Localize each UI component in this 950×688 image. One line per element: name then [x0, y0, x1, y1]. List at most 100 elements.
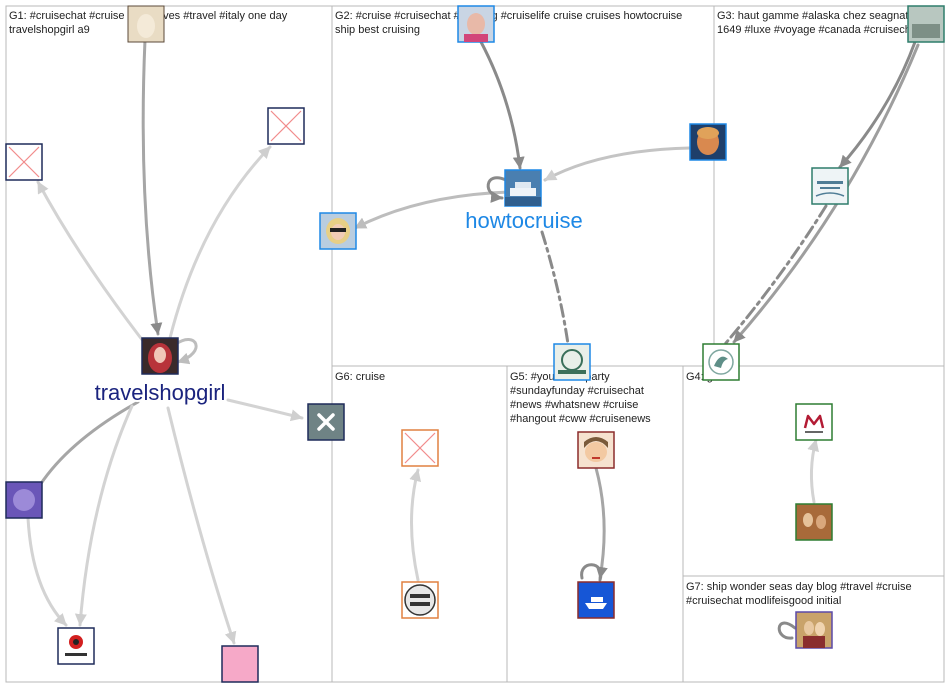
photo-avatar: [803, 513, 813, 527]
node-howtocruise[interactable]: [504, 169, 542, 207]
node-g6-wheres-walter[interactable]: [401, 581, 439, 619]
group-label-line: #hangout #cww #cruisenews: [510, 413, 651, 425]
photo-avatar-second: [816, 515, 826, 529]
photo-avatar: [137, 14, 155, 38]
wheres-walter-logo: [404, 584, 436, 616]
node-g5-cartoon[interactable]: [577, 431, 615, 469]
conair-logo-dot: [73, 639, 79, 645]
node-g2-blonde[interactable]: [319, 212, 357, 250]
group-panel-g4: [682, 365, 945, 577]
group-label-g6: G6: cruise: [335, 371, 385, 383]
edge: [26, 516, 68, 627]
ship-cabin: [591, 597, 603, 602]
group-label-g3: G3: haut gamme #alaska chez seagnature 1…: [717, 10, 927, 36]
cartoon-mouth: [592, 457, 600, 459]
group-label-line: #sundayfunday #cruisechat: [510, 385, 644, 397]
walter-logo-line1: [410, 594, 430, 598]
node-g7-couple[interactable]: [795, 611, 833, 649]
walter-logo-line2: [410, 602, 430, 606]
photo-avatar: [804, 621, 814, 635]
edge: [38, 400, 140, 487]
ship-deck: [515, 182, 531, 188]
cartoon-hair: [584, 437, 608, 448]
group-panel-g6: [331, 365, 508, 683]
cruise-logo-band: [558, 370, 586, 374]
conair-logo-bar: [65, 653, 87, 656]
edge: [174, 338, 198, 365]
hub-label-howtocruise[interactable]: howtocruise: [463, 206, 584, 235]
edge: [807, 438, 819, 504]
avatar-face: [154, 347, 166, 363]
node-g1-x-logo[interactable]: [307, 403, 345, 441]
node-g2-man[interactable]: [689, 123, 727, 161]
edge: [718, 204, 828, 352]
group-label-line: #cruisechat modlifeisgood initial: [686, 595, 841, 607]
broken-image-icon: [8, 146, 40, 178]
cruise-ship-avatar: [510, 188, 536, 196]
group-label-line: #news #whatsnew #cruise: [510, 399, 638, 411]
node-g6-broken[interactable]: [401, 429, 439, 467]
node-g1-purple[interactable]: [5, 481, 43, 519]
node-g1-top[interactable]: [127, 5, 165, 43]
node-g4-marriott[interactable]: [795, 403, 833, 441]
edge: [166, 406, 237, 645]
avatar-sunglasses: [330, 228, 346, 232]
group-label-line: ship best cruising: [335, 24, 420, 36]
edge: [838, 40, 917, 169]
avatar-clothing: [464, 34, 488, 42]
pink-tile: [221, 645, 259, 683]
node-g3-croisiere[interactable]: [811, 167, 849, 205]
group-label-g5: G5: #youtube #party #sundayfunday #cruis…: [510, 371, 651, 425]
group-labels: G1: #cruisechat #cruise st archives #tra…: [9, 10, 927, 607]
group-label-line: G7: ship wonder seas day blog #travel #c…: [686, 581, 912, 593]
hub-label-travelshopgirl[interactable]: travelshopgirl: [93, 378, 228, 407]
edge: [486, 176, 508, 203]
photo-avatar: [912, 24, 940, 38]
group-label-line: G2: #cruise #cruisechat #cruising #cruis…: [335, 10, 682, 22]
edge: [580, 563, 603, 582]
edge: [36, 180, 152, 352]
node-frame: [811, 167, 849, 205]
node-g1-broken-left[interactable]: [5, 143, 43, 181]
croisiere-logo-wave: [815, 192, 845, 197]
croisiere-de-luxe-logo: [817, 181, 843, 184]
node-g1-broken-right[interactable]: [267, 107, 305, 145]
node-g1-conair[interactable]: [57, 627, 95, 665]
avatar-hair: [697, 127, 719, 139]
group-panel-g7: [682, 575, 945, 683]
photo-avatar: [467, 13, 485, 35]
ship-water: [505, 197, 541, 206]
node-g4-dolphin[interactable]: [702, 343, 740, 381]
edge: [594, 466, 608, 580]
node-g2-bottom[interactable]: [553, 343, 591, 381]
edge: [543, 146, 692, 182]
node-g2-top[interactable]: [457, 5, 495, 43]
broken-image-icon: [270, 110, 302, 142]
node-g3-top[interactable]: [907, 5, 945, 43]
purple-avatar: [13, 489, 35, 511]
group-label-g7: G7: ship wonder seas day blog #travel #c…: [686, 581, 915, 607]
edge: [168, 145, 272, 340]
group-label-line: 1649 #luxe #voyage #canada #cruisechat: [717, 24, 920, 36]
node-g5-ship[interactable]: [577, 581, 615, 619]
dolphin-shape: [714, 356, 728, 368]
group-label-g2: G2: #cruise #cruisechat #cruising #cruis…: [335, 10, 685, 36]
croisiere-logo-line: [820, 187, 840, 189]
group-label-line: travelshopgirl a9: [9, 24, 90, 36]
x-logo-icon: [317, 413, 335, 431]
photo-clothing: [803, 636, 825, 648]
node-g4-crowd[interactable]: [795, 503, 833, 541]
edge: [540, 230, 570, 346]
node-g1-pink[interactable]: [221, 645, 259, 683]
edge: [777, 621, 797, 640]
node-travelshopgirl[interactable]: [141, 337, 179, 375]
edge: [226, 398, 304, 422]
edge: [74, 404, 134, 627]
marriott-logo-text: [805, 431, 823, 433]
dolphin-logo: [708, 349, 734, 375]
nodes: travelshopgirl: [5, 5, 945, 683]
group-label-line: G3: haut gamme #alaska chez seagnature: [717, 10, 924, 22]
blue-ship-icon: [585, 603, 607, 609]
cartoon-avatar: [585, 442, 607, 462]
